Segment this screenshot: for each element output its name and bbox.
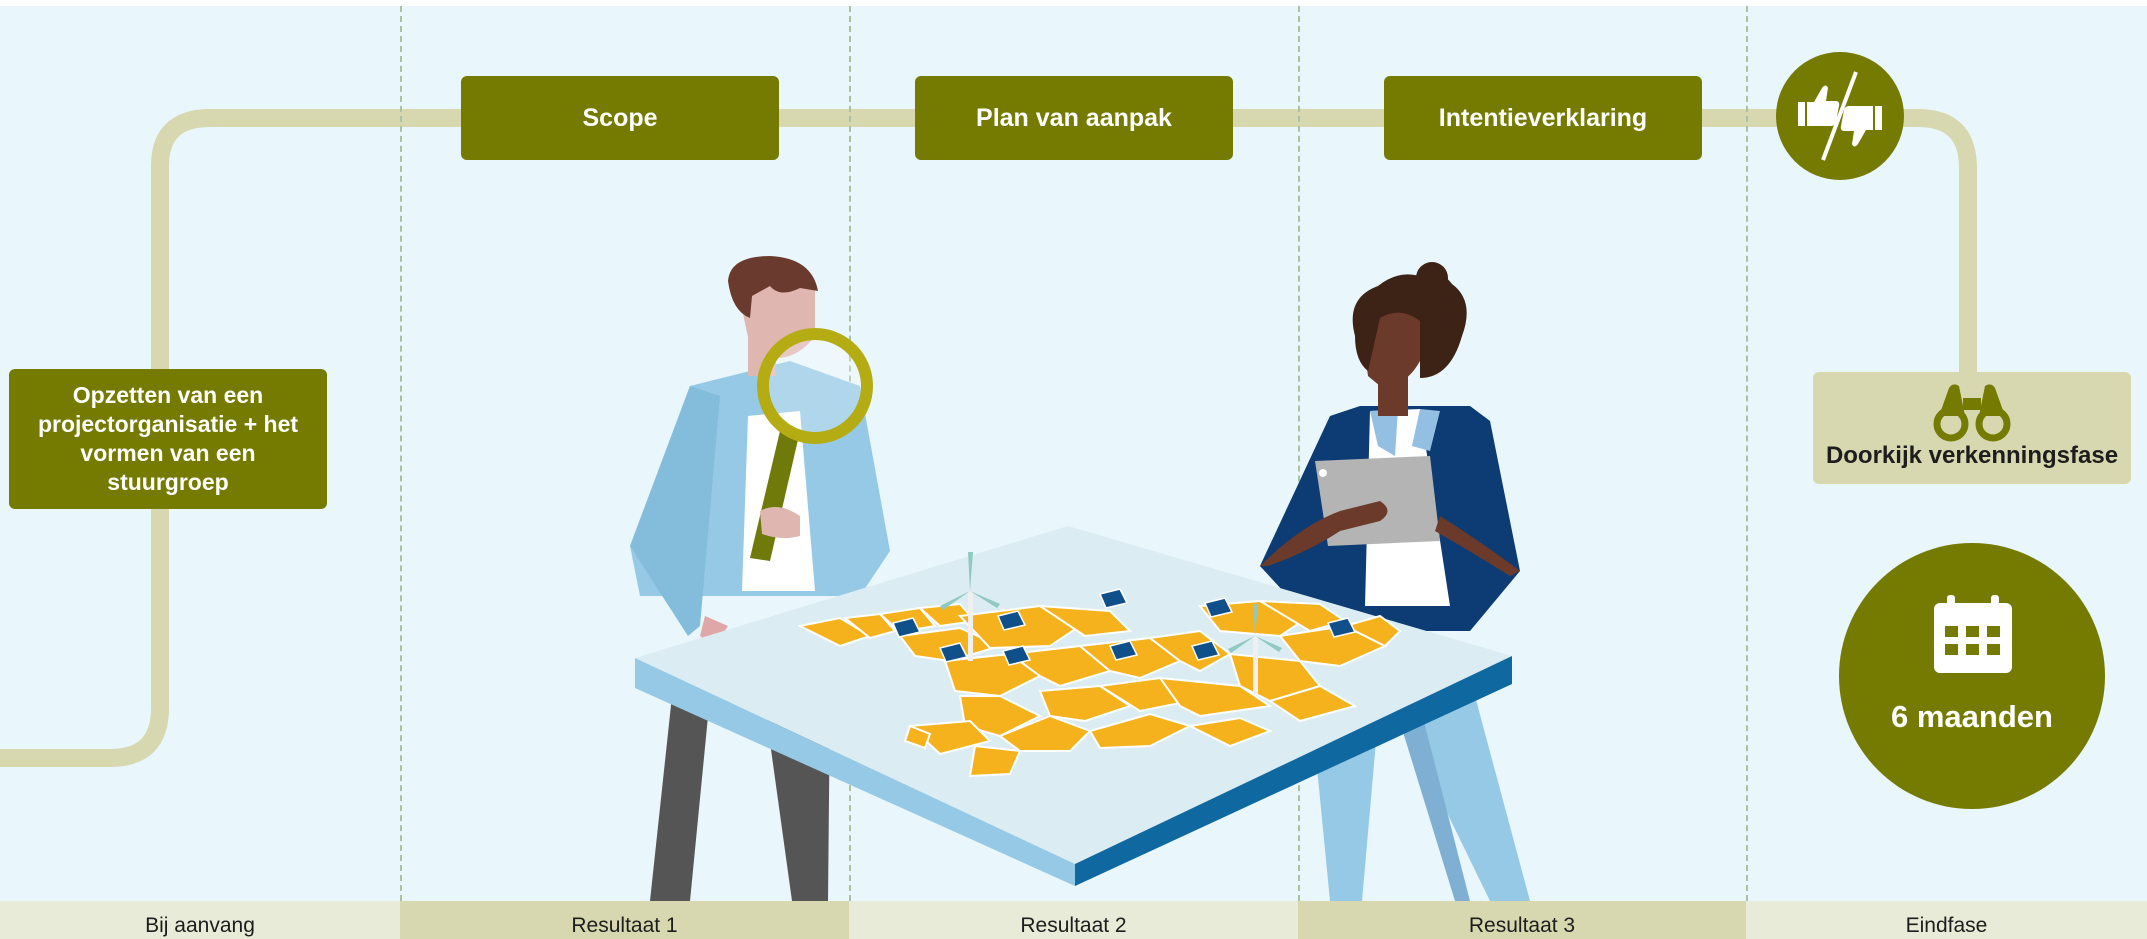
vote-circle: [1776, 52, 1904, 180]
step-scope: Scope: [461, 76, 779, 160]
phase-result-3: Resultaat 3: [1298, 901, 1746, 939]
review-box: Doorkijk verkenningsfase: [1813, 372, 2131, 484]
wind-turbines: [940, 552, 1282, 694]
woman-hair: [1352, 274, 1467, 378]
column-divider: [1746, 6, 1748, 901]
duration-circle: 6 maanden: [1839, 543, 2105, 809]
column-divider: [1298, 6, 1300, 901]
duration-label: 6 maanden: [1891, 699, 2053, 734]
step-plan-label: Plan van aanpak: [976, 103, 1172, 132]
man-leg: [650, 696, 710, 901]
thumbs-up-down-icon: [1798, 71, 1882, 161]
planning-illustration: [630, 256, 1530, 901]
phase-start: Bij aanvang: [0, 901, 400, 939]
step-intent: Intentieverklaring: [1384, 76, 1702, 160]
phase-bar: Bij aanvang Resultaat 1 Resultaat 2 Resu…: [0, 901, 2147, 939]
magnifier-ring: [757, 328, 873, 444]
process-timeline: Scope Plan van aanpak Intentieverklaring…: [0, 6, 2147, 939]
step-initial: Opzetten van een projectorganisatie + he…: [9, 369, 327, 509]
step-scope-label: Scope: [582, 103, 658, 132]
step-plan: Plan van aanpak: [915, 76, 1233, 160]
review-label: Doorkijk verkenningsfase: [1825, 442, 2119, 469]
calendar-icon: [1934, 595, 2012, 673]
phase-end: Eindfase: [1746, 901, 2147, 939]
process-path: [0, 109, 1977, 767]
column-divider: [400, 6, 402, 901]
step-initial-label: Opzetten van een projectorganisatie + he…: [37, 382, 299, 495]
step-intent-label: Intentieverklaring: [1438, 103, 1648, 132]
solar-panels: [891, 588, 1357, 666]
phase-result-2: Resultaat 2: [849, 901, 1298, 939]
phase-result-1: Resultaat 1: [400, 901, 849, 939]
binoculars-icon: [1933, 384, 2011, 442]
